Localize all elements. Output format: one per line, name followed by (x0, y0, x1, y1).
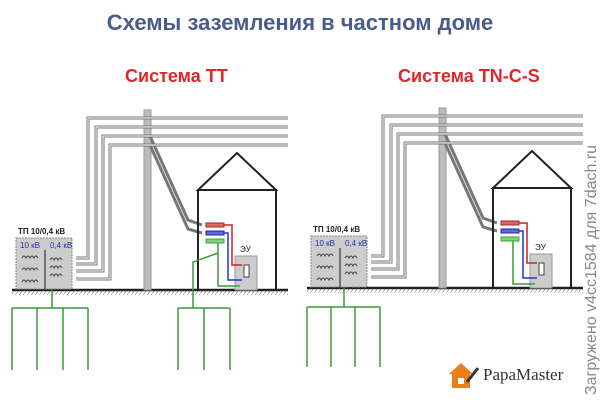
tt-transformer-earth-electrode (11, 289, 89, 370)
tt-house-earth-electrode (177, 252, 231, 370)
hv-label: 10 кВ (20, 241, 40, 250)
tncs-system-title: Система TN-C-S (398, 66, 540, 86)
tt-system-title: Система TT (125, 66, 228, 86)
page-title: Схемы заземления в частном доме (106, 10, 494, 35)
tncs-scheme: ТП 10/0,4 кВ 10 кВ 0,4 кВ ЭУ (305, 106, 585, 367)
device-label: ЭУ (535, 243, 547, 252)
watermark: Загружено v4cc1584 для 7dach.ru (583, 144, 600, 395)
house-brush-icon (449, 363, 479, 388)
lv-label: 0,4 кВ (345, 239, 367, 248)
device-label: ЭУ (240, 245, 252, 254)
tncs-transformer-earth-electrode (306, 287, 381, 367)
tt-scheme: ТП 10/0,4 кВ 10 кВ 0,4 кВ ЭУ (10, 108, 290, 370)
lv-label: 0,4 кВ (50, 241, 72, 250)
papamaster-logo: PapaMaster (447, 360, 563, 390)
substation-label: ТП 10/0,4 кВ (313, 225, 360, 234)
logo-text: PapaMaster (483, 365, 564, 384)
hv-label: 10 кВ (315, 239, 335, 248)
substation-label: ТП 10/0,4 кВ (18, 227, 65, 236)
